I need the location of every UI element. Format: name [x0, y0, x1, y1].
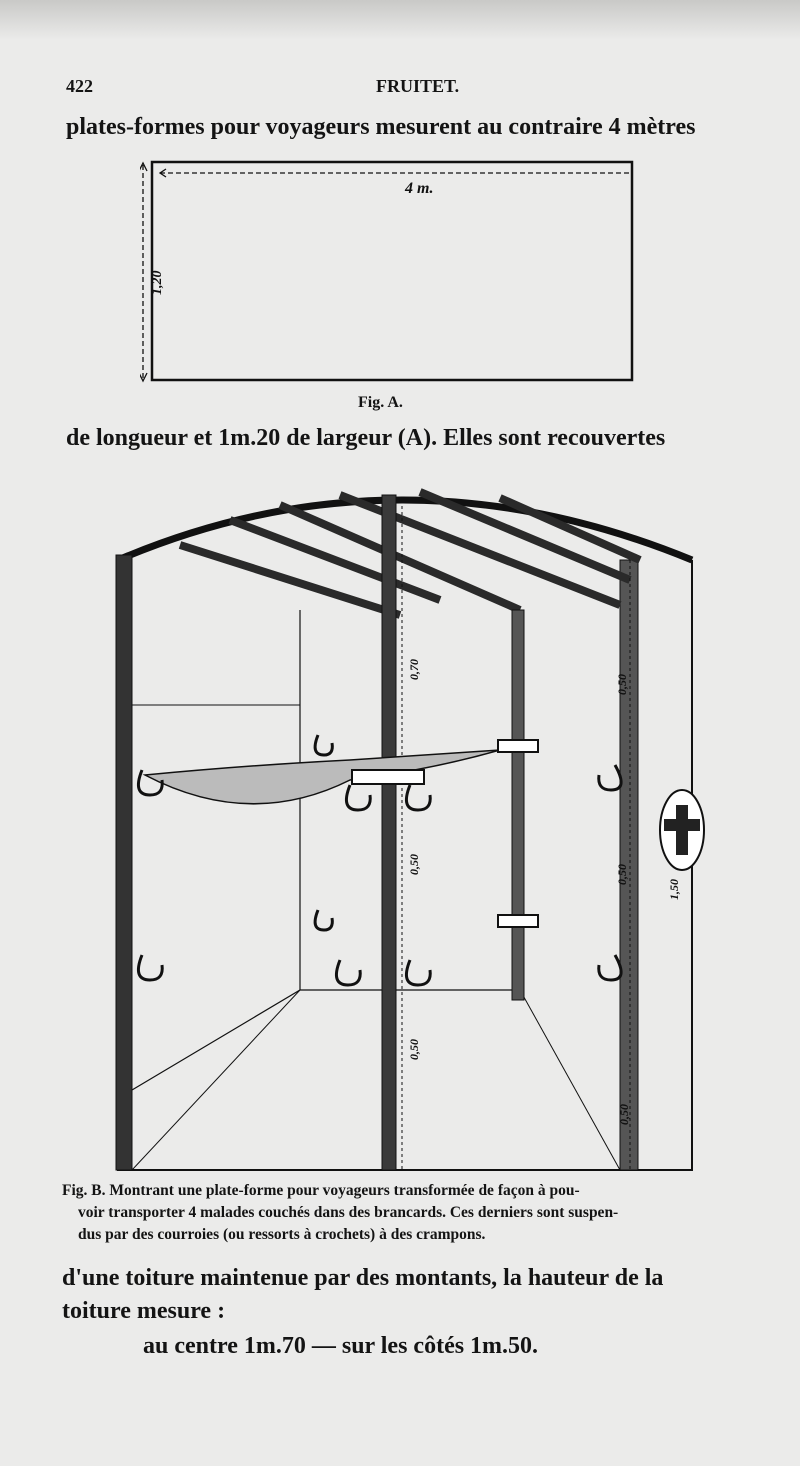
dim-center-low: 0,50 — [407, 1039, 421, 1060]
platform-outline — [150, 160, 634, 382]
wagon-outline — [117, 560, 693, 1171]
roof-arch — [116, 496, 694, 564]
running-title: FRUITET. — [376, 76, 460, 96]
roof-slats — [178, 488, 642, 619]
body-text-line: au centre 1m.70 — sur les côtés 1m.50. — [143, 1333, 539, 1359]
pole-clamps — [351, 739, 539, 928]
right-wall-post — [619, 559, 639, 1171]
arrowheads — [140, 161, 167, 383]
dim-center-top: 0,70 — [407, 659, 421, 680]
figure-a-diagram: 4 m. 1,20 — [140, 160, 634, 383]
stretcher — [142, 749, 501, 805]
page-top-edge — [0, 0, 800, 40]
dim-side-low: 0,50 — [617, 1104, 631, 1125]
figure-b-caption: Fig. B. Montrant une plate-forme pour vo… — [62, 1182, 619, 1243]
back-wall-lines — [131, 610, 521, 1091]
dim-center-mid: 0,50 — [407, 854, 421, 875]
central-pole — [381, 494, 397, 1171]
side-pole — [511, 609, 525, 1001]
body-text-line: d'une toiture maintenue par des montants… — [62, 1265, 664, 1291]
length-label: 4 m. — [404, 180, 433, 197]
left-wall — [115, 554, 133, 1171]
dim-side-total: 1,50 — [667, 879, 681, 900]
hook-icons — [136, 734, 623, 987]
page-number: 422 — [66, 76, 93, 96]
figure-b-diagram: 0,70 0,50 0,50 0,50 0,50 0,50 1,50 — [115, 488, 705, 1171]
width-label: 1,20 — [150, 271, 165, 296]
figure-a-caption: Fig. A. — [358, 394, 403, 411]
dim-side-top: 0,50 — [615, 674, 629, 695]
cross-icon — [664, 805, 700, 855]
dim-side-mid: 0,50 — [615, 864, 629, 885]
body-text-line: toiture mesure : — [62, 1298, 226, 1324]
body-text-line: plates-formes pour voyageurs mesurent au… — [66, 114, 696, 140]
figure-b-label: Fig. B. — [62, 1182, 106, 1199]
body-text-line: de longueur et 1m.20 de largeur (A). Ell… — [66, 425, 666, 451]
